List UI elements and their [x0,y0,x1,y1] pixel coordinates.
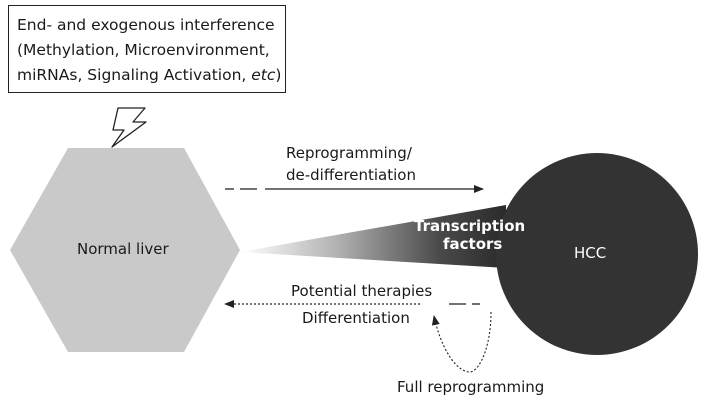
full-reprogramming-label: Full reprogramming [397,378,545,396]
full-reprogramming-arrow [431,311,492,373]
transcription-beam [240,205,506,268]
hcc-circle [496,153,698,355]
reprogramming-label-line2: de-differentiation [286,166,416,184]
lightning-icon [111,107,147,148]
interference-list-line2: miRNAs, Signaling Activation, etc) [17,66,282,84]
interference-list-line1: (Methylation, Microenvironment, [17,41,270,59]
transcription-label-line2: factors [443,235,503,253]
differentiation-label: Differentiation [302,309,410,327]
normal-liver-hexagon [10,148,240,352]
reprogramming-label-line1: Reprogramming/ [286,144,412,162]
interference-title: End- and exogenous interference [17,16,275,34]
hcc-label: HCC [574,244,607,262]
transcription-label-line1: Transcription [414,217,526,235]
potential-therapies-label: Potential therapies [291,282,433,300]
interference-box: End- and exogenous interference (Methyla… [8,5,286,93]
normal-liver-label: Normal liver [77,240,169,258]
